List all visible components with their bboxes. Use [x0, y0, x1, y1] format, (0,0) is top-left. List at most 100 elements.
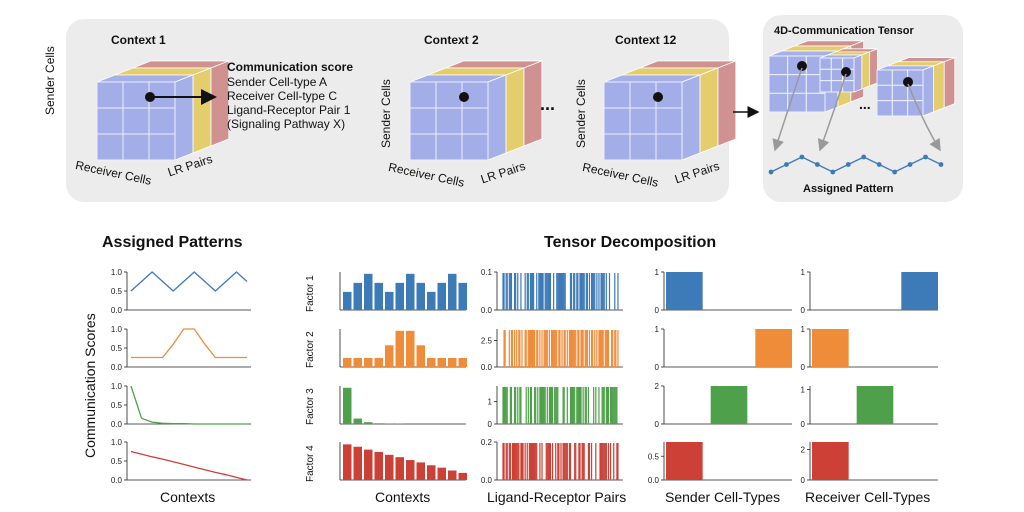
y-tick-label: 0 — [801, 420, 806, 429]
cube-cell — [122, 133, 150, 161]
cube-side-face — [505, 67, 525, 154]
cube-cell — [629, 133, 657, 161]
y-tick-label: 1 — [801, 325, 806, 334]
cube-cell — [96, 133, 124, 161]
cube-side-face — [933, 61, 945, 113]
xlabel-lr-pairs: Ligand-Receptor Pairs — [487, 489, 627, 505]
context-bar — [406, 273, 415, 310]
cube-cell — [655, 107, 683, 135]
cube-side-face — [174, 74, 194, 161]
cube-cell — [96, 107, 124, 135]
factor-2-sender-chart: 01 — [655, 325, 792, 372]
assigned-pattern-line — [768, 154, 944, 175]
y-tick-label: 1.0 — [111, 268, 123, 277]
pattern-series-line — [130, 271, 248, 292]
xlabel-sender-cell-types: Sender Cell-Types — [665, 489, 781, 505]
receiver-cell-type-bar — [856, 386, 894, 424]
score-line-4: (Signaling Pathway X) — [227, 117, 346, 131]
assigned-pattern-chart-4: 0.00.51.0 — [111, 438, 251, 485]
y-tick-label: 0.0 — [481, 306, 493, 315]
context-bar — [353, 446, 362, 480]
context-bar — [437, 357, 446, 367]
factor-3-contexts-chart — [339, 386, 466, 425]
context-1-title: Context 1 — [111, 33, 166, 47]
cube-cell — [830, 57, 844, 70]
cube-dot — [841, 67, 851, 77]
factor-2-label: Factor 2 — [305, 331, 316, 368]
cube-cell — [96, 81, 124, 109]
xlabel-receiver-cell-types: Receiver Cell-Types — [805, 489, 931, 505]
cube-cell — [768, 55, 789, 76]
context-bar — [395, 330, 404, 367]
cube-cell — [629, 107, 657, 135]
factor-3-receiver-chart: 01 — [801, 385, 938, 429]
tensor-arrows — [772, 67, 941, 152]
sender-cell-type-bar — [666, 442, 703, 480]
cube-cell — [461, 107, 489, 135]
pattern-point — [799, 154, 805, 160]
cube-side-face — [922, 65, 934, 117]
y-tick-label: 1 — [488, 398, 493, 407]
factor-4-lr-pairs-chart: 0.00.2 — [481, 438, 623, 485]
context-ellipsis: ... — [540, 94, 556, 114]
factor-2-lr-pairs-chart: 0.02.5 — [481, 329, 623, 372]
y-tick-label: 1 — [655, 325, 660, 334]
context-bar — [406, 330, 415, 367]
tensor-cube-3 — [876, 56, 956, 117]
factor-3-lr-pairs-chart: 01 — [488, 386, 623, 429]
assigned-patterns-title: Assigned Patterns — [102, 234, 243, 251]
pattern-point — [830, 169, 836, 175]
context-bar — [416, 282, 425, 310]
context-bar — [427, 357, 436, 367]
assigned-pattern-chart-2: 0.00.51.0 — [111, 325, 251, 372]
pattern-point — [784, 162, 789, 167]
context-bar — [427, 465, 436, 480]
context-bar — [385, 291, 394, 310]
y-tick-label: 0.0 — [111, 420, 123, 429]
tensor-arrow — [817, 73, 847, 152]
sender-cells-label-2: Sender Cells — [379, 79, 393, 148]
y-tick-label: 0.0 — [481, 476, 493, 485]
context-bar — [353, 418, 362, 424]
factor-4-sender-chart: 0.00.5 — [648, 442, 792, 485]
cube-cell — [409, 81, 437, 109]
y-tick-label: 2 — [655, 382, 660, 391]
context-bar — [343, 291, 352, 310]
score-title: Communication score — [227, 60, 354, 74]
factor-4-contexts-chart — [339, 442, 467, 481]
factor-1-lr-pairs-chart: 0.0 0.1 — [481, 268, 623, 315]
context-bar — [374, 282, 383, 310]
cube-cell — [876, 69, 893, 86]
context-bar — [364, 357, 373, 367]
sender-cell-type-bar — [710, 386, 748, 424]
pattern-series-line — [130, 450, 248, 481]
context-bar — [385, 345, 394, 367]
y-tick-label: 0.1 — [481, 268, 493, 277]
context-bar — [374, 357, 383, 367]
context-bar — [416, 345, 425, 367]
cube-side-face — [681, 74, 701, 161]
context-bar — [448, 357, 457, 367]
factor-2-contexts-chart — [339, 329, 467, 368]
context-bar — [458, 357, 467, 367]
cube-cell — [876, 84, 893, 102]
factor-3-sender-chart: 02 — [655, 382, 792, 429]
cube-context-2 — [409, 60, 543, 161]
cube-cell — [461, 133, 489, 161]
receiver-cell-type-bar — [812, 442, 849, 480]
cube-cell — [603, 107, 631, 135]
pattern-series-line — [130, 385, 247, 425]
cube-cell — [603, 133, 631, 161]
sender-cells-label-1: Sender Cells — [43, 46, 57, 115]
factor-1-label: Factor 1 — [305, 275, 316, 312]
factor-3-label: Factor 3 — [305, 388, 316, 425]
y-tick-label: 0.5 — [111, 344, 123, 353]
cube-cell — [148, 133, 176, 161]
y-tick-label: 0.0 — [648, 476, 660, 485]
context-bar — [343, 387, 352, 424]
context-bar — [458, 472, 467, 480]
tensor-title: 4D-Communication Tensor — [774, 25, 914, 37]
xlabel-contexts: Contexts — [375, 489, 431, 505]
cube-cell — [805, 92, 826, 113]
